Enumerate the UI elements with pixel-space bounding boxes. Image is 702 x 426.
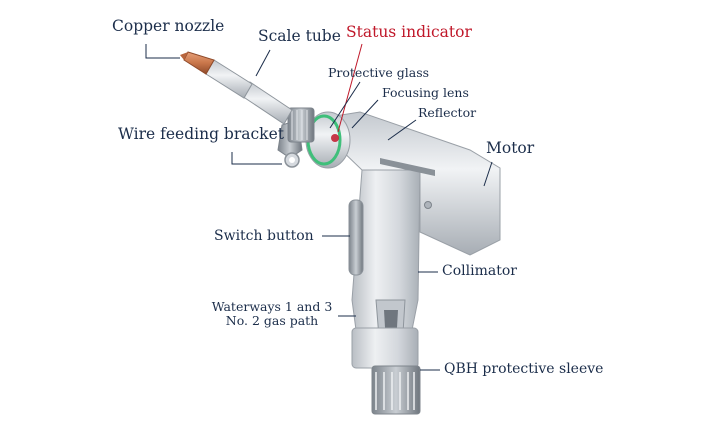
leader-wire-feeding-bracket (231, 152, 282, 165)
leader-copper-nozzle (145, 44, 180, 59)
leader-reflector (387, 119, 417, 141)
head-body (308, 111, 501, 256)
switch-button-part (348, 199, 364, 276)
status-indicator-light (331, 134, 339, 142)
label-wire-feeding-bracket: Wire feeding bracket (118, 125, 284, 143)
label-reflector: Reflector (418, 105, 477, 120)
label-copper-nozzle: Copper nozzle (112, 17, 225, 35)
label-scale-tube: Scale tube (258, 27, 341, 45)
leader-focusing-lens (351, 99, 379, 129)
label-motor: Motor (486, 139, 535, 157)
label-collimator: Collimator (442, 263, 517, 279)
label-waterways: Waterways 1 and 3 No. 2 gas path (206, 299, 338, 329)
label-waterways-line2: No. 2 gas path (225, 313, 319, 329)
copper-nozzle-part (180, 51, 215, 75)
label-status-indicator: Status indicator (346, 23, 472, 41)
leader-lines (145, 43, 493, 371)
label-focusing-lens: Focusing lens (382, 85, 469, 100)
lens-rings (287, 107, 315, 143)
label-qbh-sleeve: QBH protective sleeve (444, 361, 604, 377)
scale-tube-part (205, 59, 293, 125)
leader-scale-tube (255, 49, 271, 77)
label-switch-button: Switch button (214, 228, 314, 244)
qbh-sleeve-part (351, 327, 421, 415)
leader-status-indicator (337, 43, 363, 133)
label-waterways-line1: Waterways 1 and 3 (211, 299, 333, 314)
leader-protective-glass (329, 81, 361, 129)
leader-motor (483, 161, 493, 187)
label-protective-glass: Protective glass (328, 65, 430, 80)
